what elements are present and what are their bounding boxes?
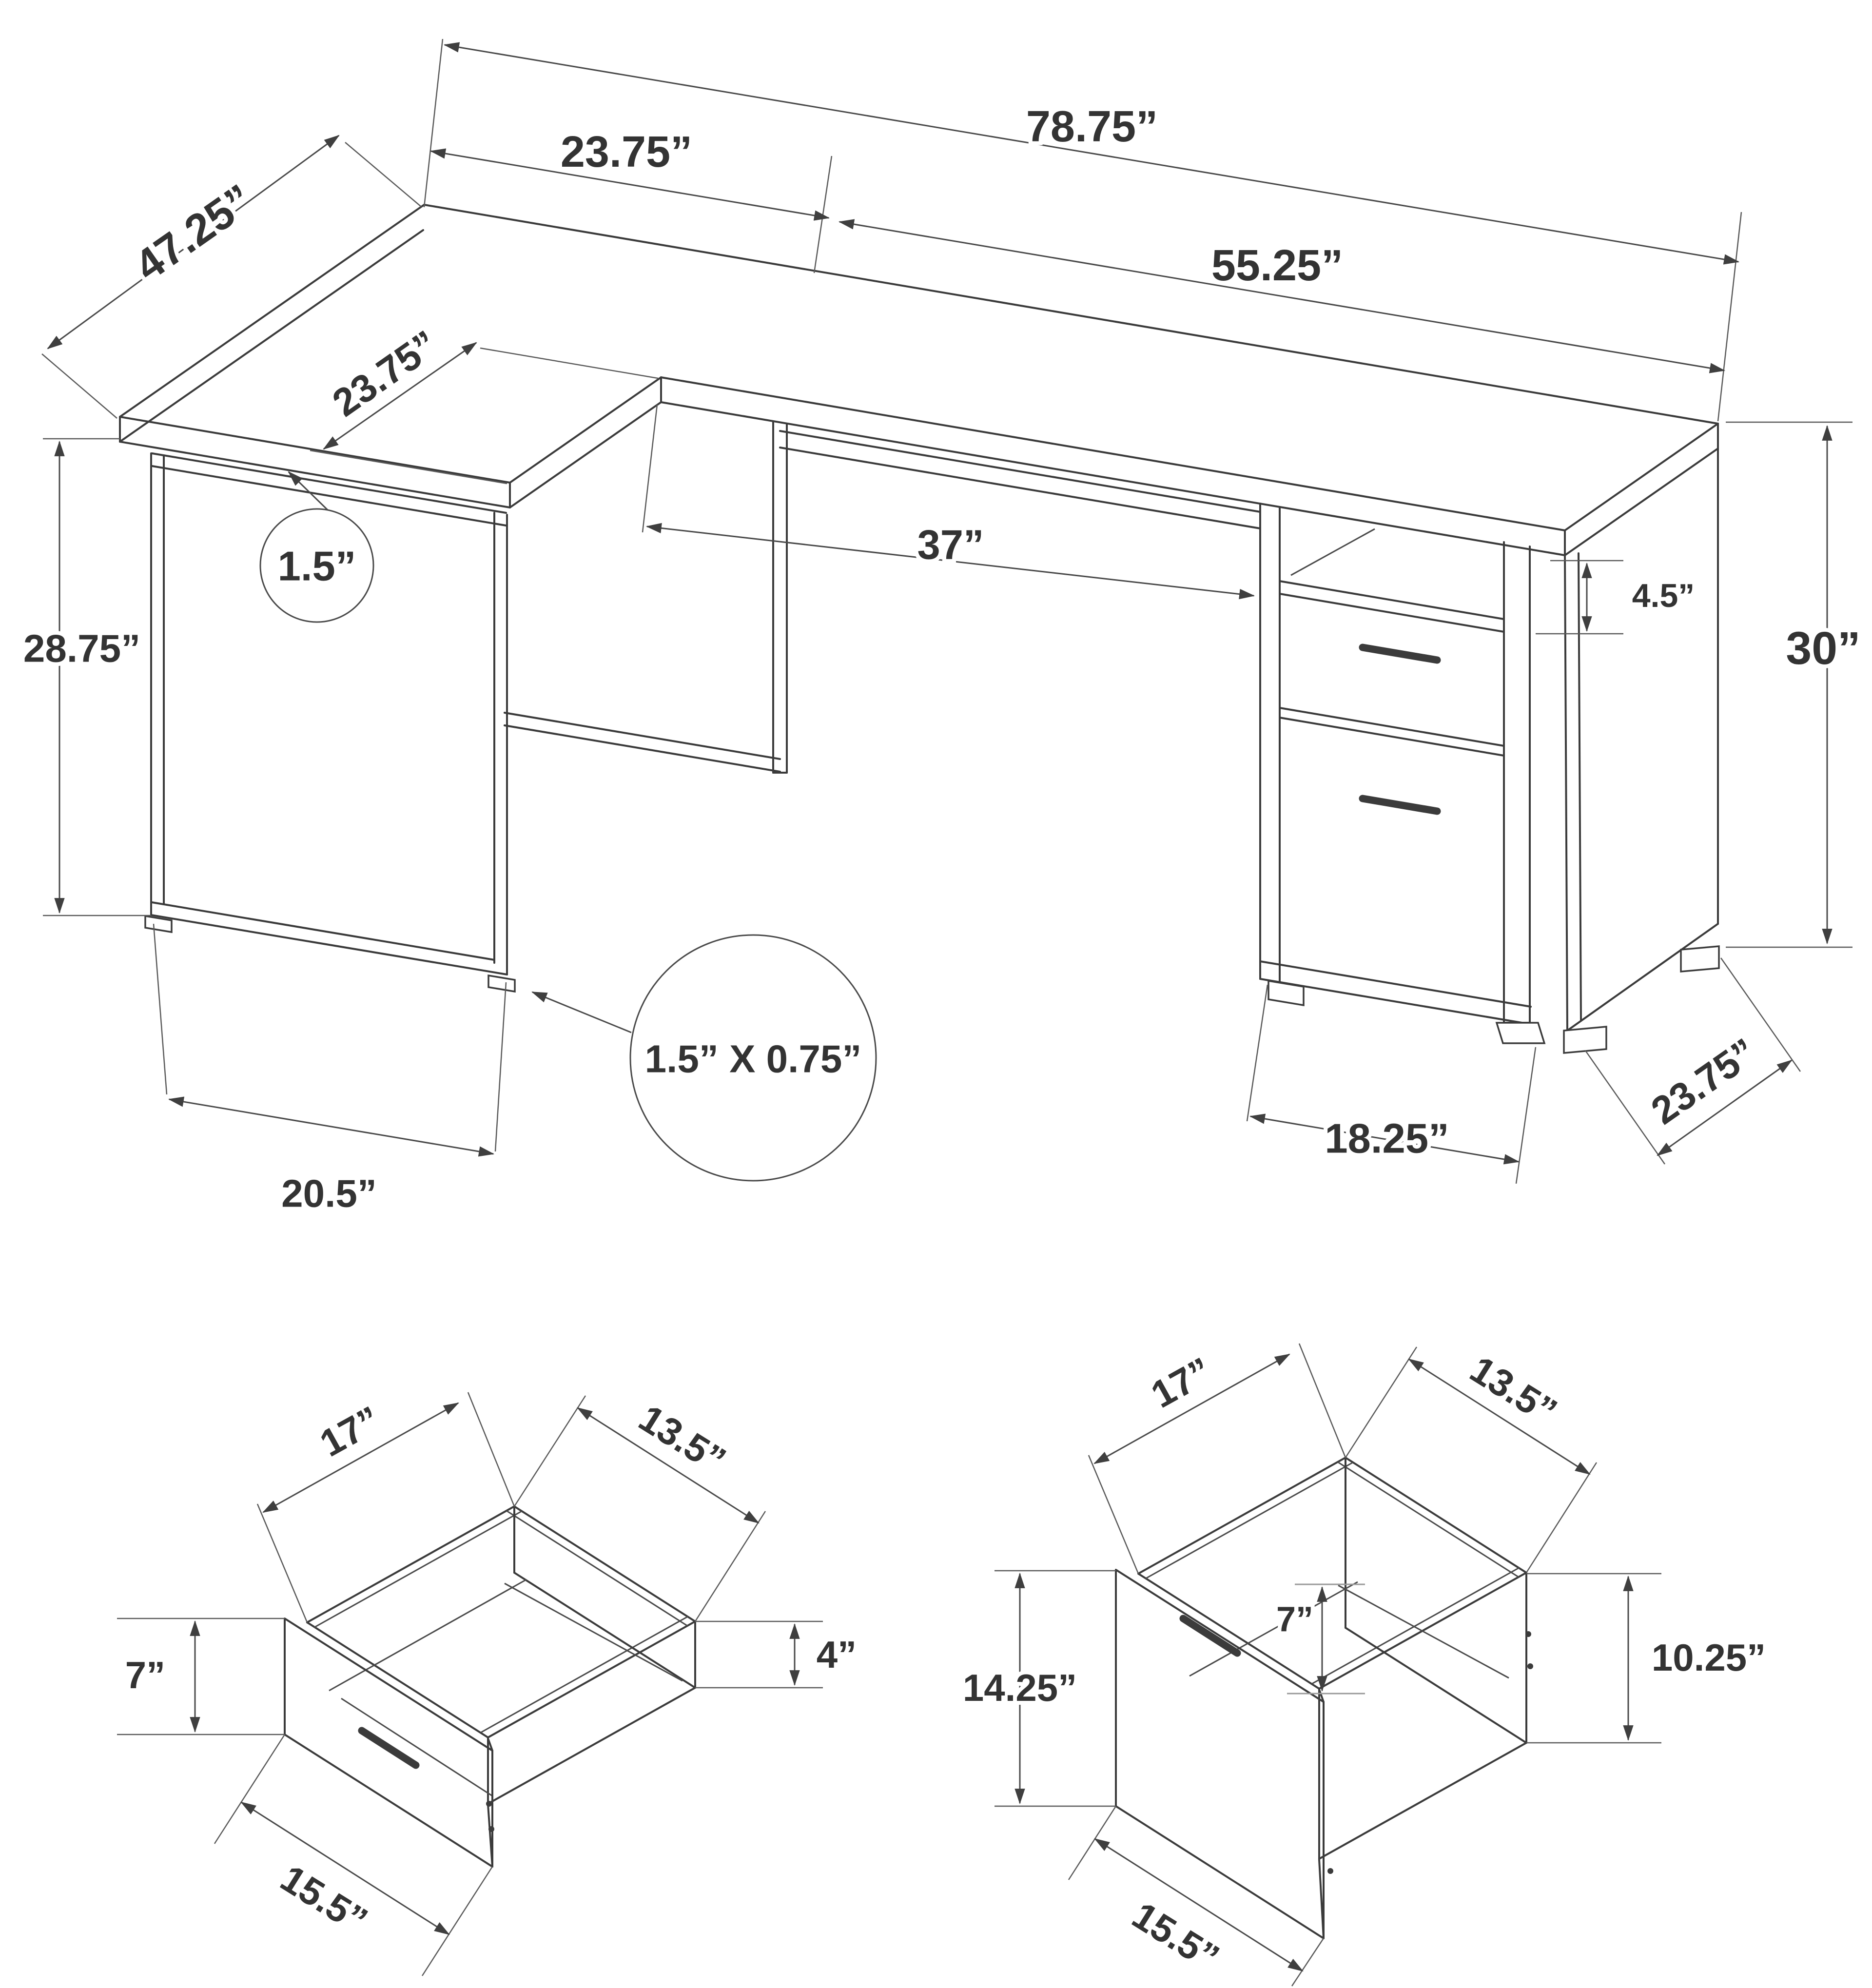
dim-open-shelf-height: 4.5” [1536, 560, 1698, 635]
overall-height-label: 30” [1786, 623, 1860, 674]
back-support-rail [779, 430, 1261, 529]
file-drawer-handle [1359, 795, 1441, 815]
dim-underdesk-clearance: 28.75” [20, 438, 151, 916]
callout-top-thickness: 1.5” [259, 471, 374, 623]
dim-wing-inner-width: 23.75” [310, 318, 659, 485]
dim-small-drawer-front-height: 7” [117, 1618, 285, 1735]
file-drawer-outline [1115, 1457, 1533, 1939]
small-drawer-front-handle [358, 1727, 420, 1769]
wing-inner-width-label: 23.75” [325, 322, 446, 425]
underdesk-clearance-label: 28.75” [23, 627, 140, 670]
dim-file-drawer-front-width: 15.5” [1068, 1806, 1325, 1987]
wing-back-width-label: 23.75” [561, 128, 692, 176]
file-drawer-front-height-label: 14.25” [963, 1666, 1077, 1709]
small-drawer-handle [1359, 643, 1441, 664]
small-drawer-side-height-label: 4” [817, 1633, 857, 1676]
file-drawer-depth-label: 17” [1144, 1349, 1219, 1416]
top-thickness-label: 1.5” [278, 544, 356, 590]
small-drawer-figure: 17” 13.5” 7” 4” 15.5” [117, 1392, 860, 1976]
file-drawer-side-height-label: 10.25” [1652, 1636, 1766, 1679]
dim-leg-base-width: 20.5” [153, 923, 507, 1219]
left-leg-frame [144, 452, 516, 993]
dim-desk-depth: 23.75” [1584, 957, 1801, 1165]
callout-frame-tube: 1.5” X 0.75” [531, 934, 877, 1182]
desk-depth-label: 23.75” [1643, 1030, 1764, 1133]
dim-file-drawer-inner-depth: 7” [1272, 1583, 1365, 1695]
overall-width-label: 78.75” [1026, 102, 1158, 151]
dim-overall-height: 30” [1726, 421, 1865, 948]
dim-file-drawer-inner-width: 13.5” [1345, 1344, 1598, 1573]
small-drawer-front-height-label: 7” [125, 1654, 165, 1696]
leg-base-width-label: 20.5” [281, 1172, 377, 1215]
frame-tube-label: 1.5” X 0.75” [645, 1037, 862, 1081]
small-drawer-outline [284, 1505, 696, 1868]
small-drawer-front-width-label: 15.5” [273, 1856, 375, 1942]
file-drawer-figure: 17” 13.5” 7” 14.25” 10.25” [959, 1343, 1770, 1987]
front-right-leg-post [1495, 541, 1546, 1044]
wing-length-label: 47.25” [126, 175, 262, 291]
dim-file-drawer-front-height: 14.25” [959, 1570, 1116, 1807]
file-drawer-inner-width-label: 13.5” [1463, 1347, 1564, 1433]
small-drawer-inner-width-label: 13.5” [632, 1396, 733, 1482]
small-drawer-depth-label: 17” [313, 1398, 388, 1465]
desk-top-outline [119, 204, 1719, 556]
file-drawer-front-width-label: 15.5” [1125, 1893, 1227, 1979]
open-shelf-height-label: 4.5” [1632, 577, 1695, 614]
pedestal-width-label: 18.25” [1325, 1116, 1449, 1162]
dim-small-drawer-side-height: 4” [695, 1620, 860, 1689]
pedestal-cabinet [1259, 503, 1532, 1025]
dim-file-drawer-side-height: 10.25” [1526, 1573, 1770, 1744]
dim-small-drawer-front-width: 15.5” [214, 1734, 493, 1976]
middle-leg-frame [504, 421, 788, 774]
dim-overall-width: 78.75” [423, 39, 1742, 422]
kneespace-width-label: 37” [917, 522, 984, 568]
desk-figure: 78.75” 23.75” 55.25” 47.25” 23.75” 37” [20, 39, 1865, 1219]
file-drawer-front-handle [1179, 1615, 1241, 1657]
dim-wing-back-width: 23.75” [429, 124, 833, 273]
dim-main-back-width: 55.25” [838, 219, 1726, 373]
dim-small-drawer-inner-width: 13.5” [513, 1392, 766, 1622]
main-back-width-label: 55.25” [1211, 241, 1343, 290]
dim-pedestal-width: 18.25” [1246, 984, 1537, 1184]
dim-kneespace-width: 37” [642, 404, 1255, 600]
file-drawer-inner-depth-label: 7” [1276, 1600, 1313, 1639]
right-side-panel [1563, 448, 1720, 1054]
